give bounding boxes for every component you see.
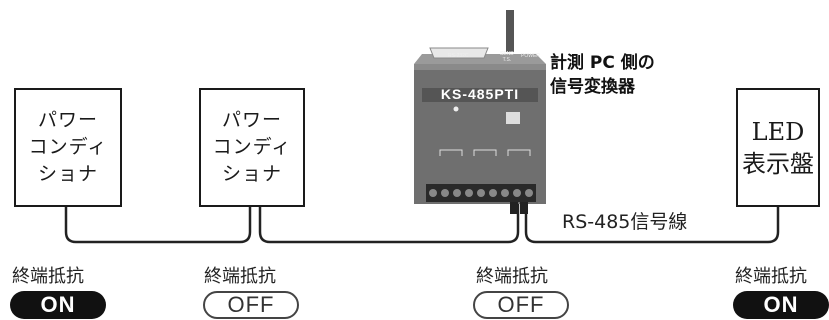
termination-state-off-badge: OFF (203, 291, 299, 319)
converter-port-label: RS-232C (448, 53, 469, 59)
termination-state-on-badge-2: ON (733, 291, 829, 319)
power-conditioner-1: パワー コンディ ショナ (14, 88, 122, 207)
converter-power-label: POWER (521, 53, 540, 59)
converter-switch-label: SEND T.S. (500, 51, 514, 63)
power-conditioner-2: パワー コンディ ショナ (199, 88, 305, 207)
termination-label-3: 終端抵抗 (476, 266, 548, 287)
signal-converter-device (414, 10, 546, 214)
converter-caption: 計測 PC 側の 信号変換器 (550, 53, 655, 97)
rs485-bus-line (64, 203, 252, 244)
rs485-wire-label: RS-485信号線 (562, 211, 688, 233)
rs485-bus-line-3 (524, 200, 780, 244)
termination-label-2: 終端抵抗 (204, 266, 276, 287)
converter-model-label: KS-485PTI (440, 86, 520, 102)
termination-state-on-badge: ON (10, 291, 106, 319)
led-display-board: LED 表示盤 (736, 88, 820, 207)
rs485-bus-line-2 (258, 200, 520, 244)
termination-label-4: 終端抵抗 (735, 266, 807, 287)
termination-label-1: 終端抵抗 (12, 266, 84, 287)
termination-state-off-badge-2: OFF (473, 291, 569, 319)
